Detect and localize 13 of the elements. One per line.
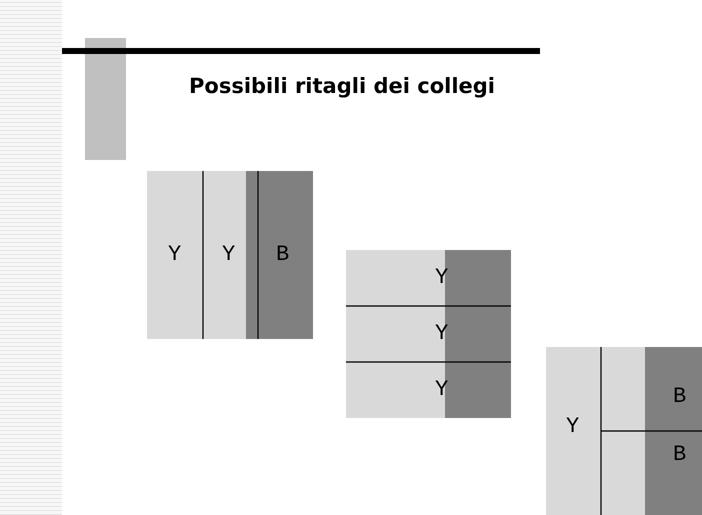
district-label: B — [673, 444, 686, 466]
district-label: Y — [222, 244, 236, 266]
district-label: Y — [435, 267, 448, 289]
district-label: B — [673, 386, 686, 408]
district-label: Y — [435, 323, 448, 345]
district-label: Y — [435, 379, 448, 401]
district-label: B — [276, 244, 290, 266]
district-label: Y — [566, 416, 580, 438]
district-map-panel — [346, 250, 511, 418]
title: Possibili ritagli dei collegi — [188, 74, 496, 98]
district-label: Y — [168, 244, 182, 266]
district-map-panel — [147, 171, 313, 339]
district-map-panel — [546, 347, 702, 515]
